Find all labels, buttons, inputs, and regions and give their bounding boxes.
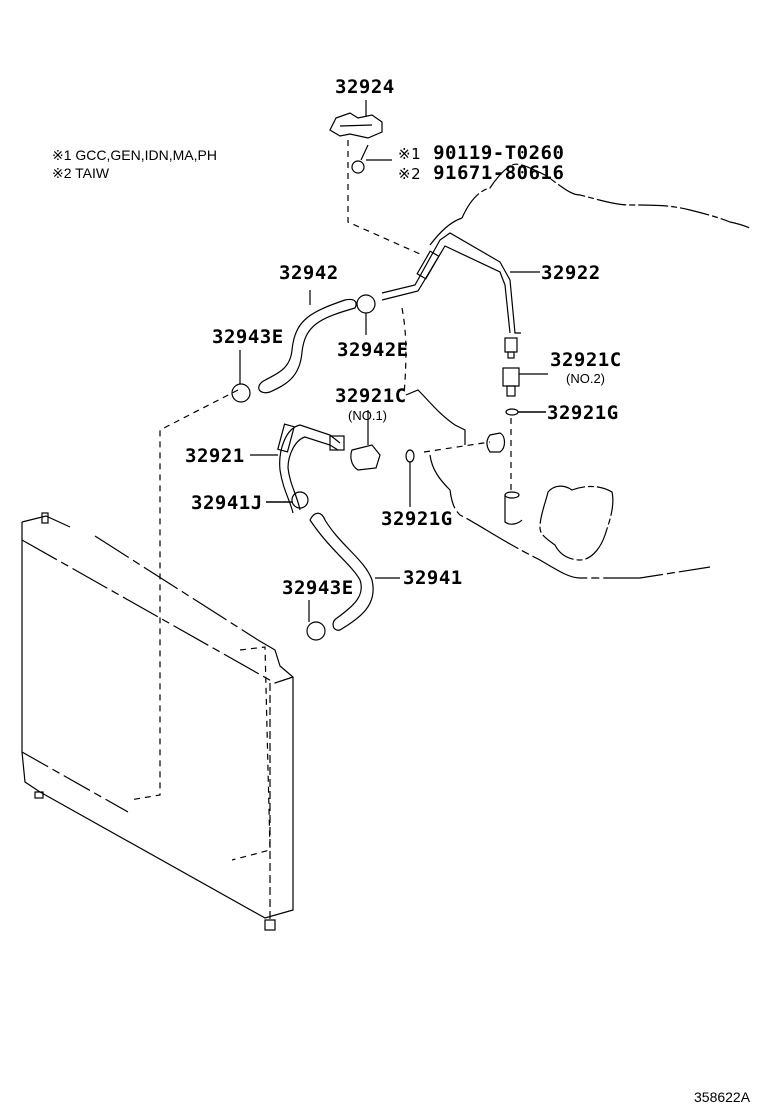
note-1: ※1 GCC,GEN,IDN,MA,PH	[52, 148, 217, 162]
part-label-32921g-no2[interactable]: 32921G	[547, 402, 619, 424]
note-1-mark: ※1	[52, 147, 72, 163]
tube-32921	[250, 423, 345, 514]
part-label-32921c-no1[interactable]: 32921C	[335, 385, 407, 407]
radiator-outline	[21, 512, 294, 931]
bracket-32924	[329, 100, 383, 139]
note-1-text: GCC,GEN,IDN,MA,PH	[75, 147, 217, 163]
gasket-32921g-no2	[505, 408, 546, 416]
fastener-1-mark: ※1	[398, 145, 422, 163]
hose-32942	[258, 290, 357, 394]
fastener-label-1[interactable]: ※1 90119-T0260	[398, 144, 564, 163]
tube-32922	[381, 232, 521, 359]
union-32921c-no1	[350, 410, 381, 471]
bolt-fastener	[351, 144, 392, 174]
hose-32941	[309, 512, 400, 631]
fastener-label-2[interactable]: ※2 91671-80616	[398, 164, 564, 183]
part-label-32942e[interactable]: 32942E	[337, 339, 409, 361]
transmission-outline	[405, 163, 751, 579]
fastener-2-part-number[interactable]: 91671-80616	[433, 162, 565, 184]
part-note-no2: (NO.2)	[566, 371, 605, 386]
clamp-32943e-lower	[306, 600, 326, 641]
part-label-32921g-no1[interactable]: 32921G	[381, 508, 453, 530]
part-label-32922[interactable]: 32922	[541, 262, 601, 284]
union-32921c-no2	[502, 367, 548, 397]
part-label-32941j[interactable]: 32941J	[191, 492, 263, 514]
part-label-32943e-upper[interactable]: 32943E	[212, 326, 284, 348]
part-note-no1: (NO.1)	[348, 408, 387, 423]
part-label-32921c-no2[interactable]: 32921C	[550, 349, 622, 371]
part-label-32924[interactable]: 32924	[335, 76, 395, 98]
gasket-32921g-no1	[405, 449, 415, 507]
fastener-1-part-number[interactable]: 90119-T0260	[433, 142, 565, 164]
part-label-32921[interactable]: 32921	[185, 445, 245, 467]
note-2-mark: ※2	[52, 165, 72, 181]
clamp-32943e-upper	[231, 350, 251, 403]
starter-motor-outline	[504, 485, 614, 561]
note-2: ※2 TAIW	[52, 166, 109, 180]
note-2-text: TAIW	[75, 165, 110, 181]
clamp-32941j	[266, 491, 309, 509]
part-label-32943e-lower[interactable]: 32943E	[282, 577, 354, 599]
fastener-2-mark: ※2	[398, 165, 422, 183]
clamp-32942e	[356, 294, 376, 335]
installation-lines	[129, 140, 512, 861]
part-label-32942[interactable]: 32942	[279, 262, 339, 284]
illustration-number: 358622A	[694, 1089, 751, 1105]
part-label-32941[interactable]: 32941	[403, 567, 463, 589]
transmission-fitting	[486, 432, 506, 453]
